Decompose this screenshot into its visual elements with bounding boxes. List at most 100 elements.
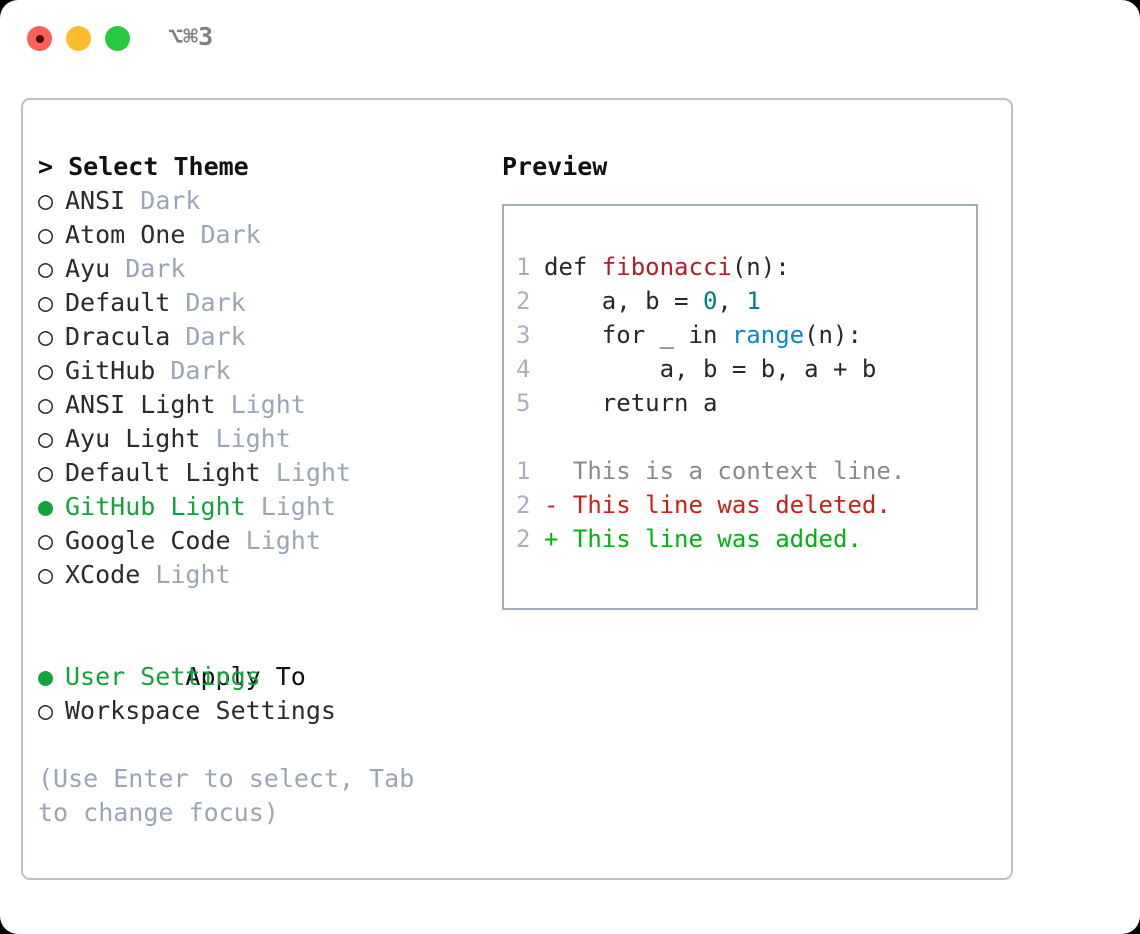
- theme-variant-label: Light: [155, 560, 231, 589]
- select-theme-heading: > Select Theme: [38, 152, 249, 181]
- minimize-button[interactable]: [66, 26, 91, 51]
- code-token: return a: [544, 389, 718, 417]
- keyboard-shortcut-label: ⌥⌘3: [168, 22, 214, 51]
- code-line: 5 return a: [516, 386, 970, 420]
- radio-selected-icon: ●: [38, 492, 54, 521]
- apply-to-heading: Apply To: [38, 626, 488, 691]
- theme-variant-label: Dark: [125, 254, 186, 283]
- theme-list-item[interactable]: ○Ayu Dark: [38, 252, 488, 286]
- line-number: 3: [516, 321, 531, 349]
- diff-text: This line was deleted.: [572, 491, 891, 519]
- theme-list-item[interactable]: ○ ANSI Dark: [38, 184, 488, 218]
- diff-marker: [544, 457, 573, 485]
- apply-to-options[interactable]: ● User Settings ○ Workspace Settings: [38, 660, 488, 728]
- theme-list-item[interactable]: ○ ANSI Light Light: [38, 388, 488, 422]
- theme-list-item[interactable]: ○ Google Code Light: [38, 524, 488, 558]
- diff-marker: +: [544, 525, 573, 553]
- theme-name: Google Code: [65, 526, 231, 555]
- diff-block: 1 This is a context line.2- This line wa…: [516, 454, 970, 556]
- radio-unselected-icon: ○: [38, 458, 54, 487]
- code-line: 2 a, b = 0, 1: [516, 284, 970, 318]
- code-token: (n):: [804, 321, 862, 349]
- theme-name: Ayu Light: [65, 424, 201, 453]
- theme-variant-label: Dark: [170, 356, 231, 385]
- theme-list-item[interactable]: ○ Dracula Dark: [38, 320, 488, 354]
- theme-name: ANSI Light: [65, 390, 216, 419]
- theme-variant-label: Light: [275, 458, 351, 487]
- theme-list-item[interactable]: ○ GitHub Dark: [38, 354, 488, 388]
- diff-text: This line was added.: [572, 525, 862, 553]
- theme-variant-label: Dark: [185, 322, 246, 351]
- theme-dialog: > Select Theme ○ANSI Dark○Atom One Dark○…: [21, 98, 1013, 880]
- theme-list-item[interactable]: ● GitHub Light Light: [38, 490, 488, 524]
- radio-unselected-icon: ○: [38, 186, 54, 215]
- code-line: 3 for _ in range(n):: [516, 318, 970, 352]
- code-token: range: [731, 321, 805, 349]
- diff-text: This is a context line.: [572, 457, 906, 485]
- window-controls: [27, 26, 130, 51]
- theme-name: GitHub: [65, 356, 156, 385]
- theme-name: Default: [65, 288, 171, 317]
- diff-marker: -: [544, 491, 573, 519]
- theme-name: Default Light: [65, 458, 261, 487]
- theme-variant-label: Dark: [140, 186, 201, 215]
- theme-list[interactable]: ○ANSI Dark○Atom One Dark○Ayu Dark○Defaul…: [38, 184, 488, 592]
- radio-unselected-icon: ○: [38, 390, 54, 419]
- line-number: 1: [516, 457, 531, 485]
- code-token: a, b = b, a + b: [544, 355, 877, 383]
- code-token: (n):: [731, 253, 790, 281]
- preview-heading: Preview: [502, 152, 608, 181]
- radio-unselected-icon: ○: [38, 254, 54, 283]
- radio-unselected-icon: ○: [38, 288, 54, 317]
- radio-selected-icon: ●: [38, 662, 54, 691]
- theme-list-item[interactable]: ○ Default Light Light: [38, 456, 488, 490]
- radio-unselected-icon: ○: [38, 696, 54, 725]
- apply-to-option[interactable]: ● User Settings: [38, 660, 488, 694]
- apply-to-option-label: Workspace Settings: [65, 696, 336, 725]
- theme-list-item[interactable]: ○Ayu Light Light: [38, 422, 488, 456]
- theme-name: XCode: [65, 560, 141, 589]
- diff-line: 2- This line was deleted.: [516, 488, 970, 522]
- theme-list-item[interactable]: ○ Atom One Dark: [38, 218, 488, 252]
- list-spacer: [38, 592, 488, 626]
- code-token: a, b =: [544, 287, 703, 315]
- theme-selection-column: > Select Theme ○ANSI Dark○Atom One Dark○…: [38, 150, 488, 830]
- code-token: for _ in: [544, 321, 732, 349]
- radio-unselected-icon: ○: [38, 424, 54, 453]
- radio-unselected-icon: ○: [38, 526, 54, 555]
- apply-to-option[interactable]: ○ Workspace Settings: [38, 694, 488, 728]
- theme-name: Dracula: [65, 322, 171, 351]
- radio-unselected-icon: ○: [38, 220, 54, 249]
- theme-variant-label: Light: [230, 390, 306, 419]
- theme-name: Atom One: [65, 220, 186, 249]
- theme-variant-label: Dark: [200, 220, 261, 249]
- theme-list-item[interactable]: ○Default Dark: [38, 286, 488, 320]
- code-token: def: [544, 253, 602, 281]
- code-token: 0: [702, 287, 718, 315]
- radio-unselected-icon: ○: [38, 560, 54, 589]
- line-number: 1: [516, 253, 531, 281]
- theme-list-item[interactable]: ○ XCode Light: [38, 558, 488, 592]
- theme-variant-label: Light: [245, 526, 321, 555]
- theme-name: ANSI: [65, 186, 126, 215]
- line-number: 4: [516, 355, 531, 383]
- radio-unselected-icon: ○: [38, 356, 54, 385]
- maximize-button[interactable]: [105, 26, 130, 51]
- diff-line: 1 This is a context line.: [516, 454, 970, 488]
- line-number: 2: [516, 491, 531, 519]
- theme-variant-label: Light: [260, 492, 336, 521]
- radio-unselected-icon: ○: [38, 322, 54, 351]
- apply-to-label: Apply To: [185, 662, 306, 691]
- line-number: 5: [516, 389, 531, 417]
- code-line: 4 a, b = b, a + b: [516, 352, 970, 386]
- line-number: 2: [516, 525, 531, 553]
- close-button[interactable]: [27, 26, 52, 51]
- theme-name: GitHub Light: [65, 492, 246, 521]
- title-bar: ⌥⌘3: [0, 0, 1140, 78]
- apply-to-option-label: User Settings: [65, 662, 261, 691]
